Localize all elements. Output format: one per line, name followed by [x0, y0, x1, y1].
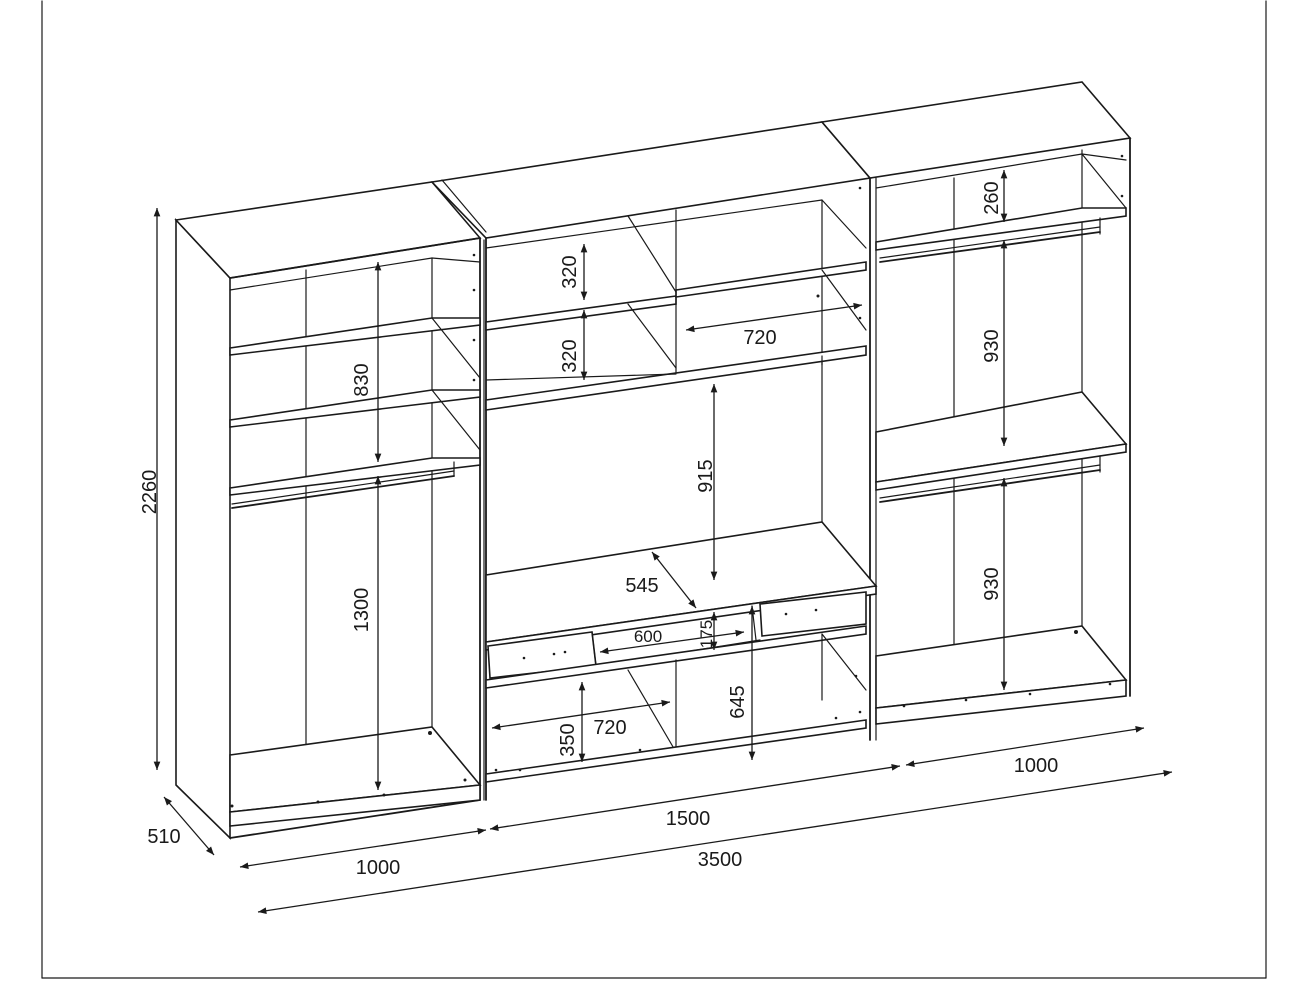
dimension-arrowhead	[688, 599, 696, 608]
dimension-arrowhead	[580, 244, 588, 253]
left-width-label: 1000	[356, 857, 401, 879]
dimension-arrowhead	[1000, 240, 1008, 249]
dimension-arrowhead	[710, 384, 718, 393]
dimension-lines	[156, 170, 1173, 913]
left-hanging-label: 1300	[351, 588, 373, 633]
dimension-arrowhead	[374, 476, 382, 485]
dimension-arrowhead	[748, 606, 756, 615]
right-wardrobe-section	[820, 81, 1132, 725]
dimension-arrowhead	[258, 907, 267, 915]
mid-shelf-1-label: 320	[559, 255, 581, 288]
total-height-label: 2260	[139, 470, 161, 515]
dimension-arrowhead	[240, 862, 249, 870]
dimension-arrowhead	[153, 208, 161, 217]
dimension-arrowhead	[580, 371, 588, 380]
dimension-arrowhead	[374, 453, 382, 462]
dimension-arrowhead	[891, 763, 900, 771]
dimension-arrowhead	[1000, 437, 1008, 446]
dimension-arrowhead	[492, 723, 501, 731]
right-top-label: 260	[981, 181, 1003, 214]
dimension-arrowhead	[661, 699, 670, 707]
dimension-arrowhead	[164, 797, 172, 806]
mid-lower-width-label: 720	[593, 717, 626, 739]
dimension-arrowhead	[710, 612, 718, 621]
dimension-arrowhead	[374, 781, 382, 790]
dimension-arrowhead	[477, 827, 486, 835]
tv-height-label: 915	[695, 459, 717, 492]
left-upper-label: 830	[351, 363, 373, 396]
dimension-arrowhead	[748, 751, 756, 760]
dimension-arrowhead	[710, 571, 718, 580]
dimension-arrowhead	[1000, 681, 1008, 690]
dimension-arrowhead	[1000, 478, 1008, 487]
dimension-arrowhead	[206, 846, 214, 855]
dimension-arrowhead	[735, 629, 744, 637]
dimension-arrowhead	[374, 262, 382, 271]
depth-label: 510	[147, 826, 180, 848]
drawer-height-label: 175	[697, 620, 716, 648]
mid-lower-shelf-label: 350	[557, 723, 579, 756]
dimension-arrowhead	[580, 291, 588, 300]
tv-depth-label: 545	[625, 575, 658, 597]
middle-width-label: 1500	[666, 808, 711, 830]
drawer-width-label: 600	[634, 627, 662, 646]
left-wardrobe-section	[174, 181, 485, 840]
dimension-arrowhead	[600, 647, 609, 655]
dimension-arrowhead	[853, 302, 862, 310]
middle-tv-section	[430, 121, 878, 801]
right-upper-hanging-label: 930	[981, 329, 1003, 362]
dimension-arrowhead	[153, 761, 161, 770]
dimension-arrowhead	[1000, 213, 1008, 222]
dimension-arrowhead	[906, 760, 915, 768]
dimension-arrowhead	[686, 325, 695, 333]
dimension-arrowhead	[578, 753, 586, 762]
dimension-arrowhead	[578, 682, 586, 691]
right-width-label: 1000	[1014, 755, 1059, 777]
mid-right-width-label: 720	[743, 327, 776, 349]
dimension-arrowhead	[710, 641, 718, 650]
dimension-arrowhead	[1000, 170, 1008, 179]
dimension-labels: 2260 510 1000 1500 1000 3500 830 1300 32…	[139, 181, 1058, 879]
right-lower-hanging-label: 930	[981, 567, 1003, 600]
page-border	[41, 0, 1267, 979]
dimension-arrowhead	[652, 552, 660, 561]
dimension-arrowhead	[1163, 769, 1172, 777]
mid-lower-height-label: 645	[727, 685, 749, 718]
total-width-label: 3500	[698, 849, 743, 871]
dimension-arrowhead	[1135, 725, 1144, 733]
dimension-arrowhead	[490, 824, 499, 832]
dimension-arrowhead	[580, 310, 588, 319]
mid-shelf-2-label: 320	[559, 339, 581, 372]
